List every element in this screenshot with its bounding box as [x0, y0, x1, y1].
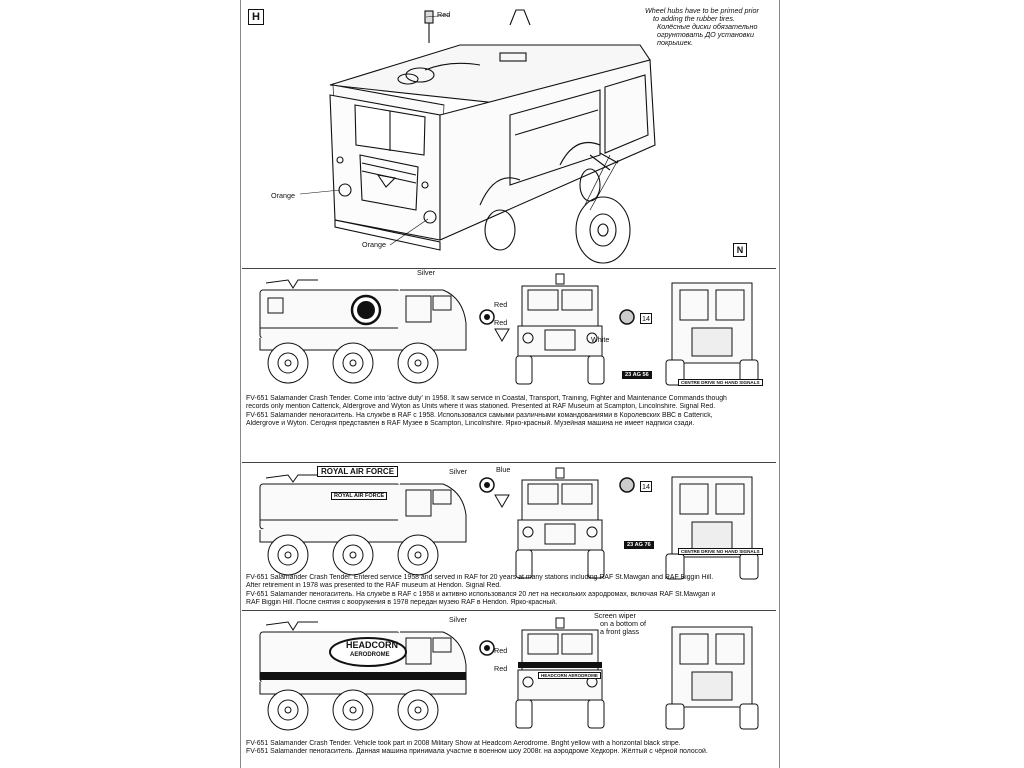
v2-desc-line-2: After retirement in 1978 was presented t… — [246, 582, 502, 590]
variant2-front-view — [515, 467, 605, 579]
v1-callout-red-2: Red — [494, 318, 508, 327]
wheel-hub-note-ru-2: огрунтовать ДО установки — [657, 30, 754, 39]
section-divider-1 — [242, 268, 776, 269]
v1-desc-line-1: FV-651 Salamander Crash Tender. Come int… — [246, 395, 727, 402]
v2-side-text-decal: ROYAL AIR FORCE — [331, 492, 388, 500]
v2-desc-line-4: RAF Biggin Hill. После снятия с вооружен… — [246, 599, 558, 607]
variant3-side-view — [259, 621, 467, 731]
callout-orange-lower: Orange — [362, 240, 386, 249]
variant3-rear-view — [665, 626, 759, 730]
callout-red-beacon: Red — [437, 10, 451, 19]
v1-desc-line-2: records only mention Catterick, Aldergro… — [246, 403, 716, 411]
v1-desc-line-3: FV-651 Salamander пеногаситель. На служб… — [246, 411, 713, 419]
v3-desc-line-1: FV-651 Salamander Crash Tender. Vehicle … — [246, 740, 681, 747]
v1-callout-silver: Silver — [417, 268, 435, 277]
section-divider-2 — [242, 462, 776, 463]
v1-decal-triangle — [494, 328, 510, 342]
variant2-rear-view — [665, 476, 759, 580]
v3-front-logo: HEADCORN AERODROME — [538, 672, 601, 679]
v1-callout-red-1: Red — [494, 300, 508, 309]
v2-decal-roundel-left — [479, 477, 495, 493]
v3-logo-headcorn: HEADCORN — [346, 640, 399, 650]
v2-part-14: 14 — [640, 481, 652, 492]
v2-callout-blue: Blue — [496, 465, 511, 474]
wheel-hub-note-ru-1: Колёсные диски обязательно — [657, 22, 758, 31]
v3-logo-aerodrome: AERODROME — [350, 652, 390, 658]
v2-desc-line-1: FV-651 Salamander Crash Tender. Entered … — [246, 574, 714, 581]
v1-number-plate: 23 AG 56 — [622, 371, 652, 379]
v1-decal-roundel-right — [619, 309, 635, 325]
variant1-front-view — [515, 273, 605, 385]
isometric-truck-drawing — [300, 9, 656, 264]
v3-wiper-note-3: a front glass — [600, 627, 640, 636]
v3-callout-silver: Silver — [449, 615, 467, 624]
step-letter-h: H — [248, 9, 264, 25]
variant1-side-view — [259, 279, 467, 384]
callout-orange-upper: Orange — [271, 191, 295, 200]
v1-desc-line-4: Aldergrove и Wyton. Сегодня представлен … — [246, 420, 695, 428]
v3-desc-line-2: FV-651 Salamander пеногаситель. Данная м… — [246, 748, 708, 756]
v2-decal-triangle — [494, 494, 510, 508]
v3-wiper-note-2: on a bottom of — [600, 619, 646, 628]
v1-decal-roundel-left — [479, 309, 495, 325]
v3-wiper-note-1: Screen wiper — [594, 611, 636, 620]
v2-decal-roundel-right — [619, 477, 635, 493]
variant2-description: FV-651 Salamander Crash Tender. Entered … — [246, 574, 774, 608]
v2-number-plate: 23 AG 76 — [624, 541, 654, 549]
wheel-hub-note-en-1: Wheel hubs have to be primed prior — [645, 6, 759, 15]
variant1-rear-view — [665, 282, 759, 386]
part-letter-n: N — [733, 243, 747, 257]
v1-callout-white: White — [591, 335, 610, 344]
v1-part-14: 14 — [640, 313, 652, 324]
v2-banner-decal: ROYAL AIR FORCE — [317, 466, 399, 477]
v3-decal-roundel-left — [479, 640, 495, 656]
variant3-description: FV-651 Salamander Crash Tender. Vehicle … — [246, 740, 774, 757]
v2-desc-line-3: FV-651 Salamander пеногаситель. На служб… — [246, 590, 716, 598]
v1-rear-plate: CENTRE DRIVE NO HAND SIGNALS — [678, 379, 763, 386]
wheel-hub-note-en-2: to adding the rubber tires. — [653, 14, 735, 23]
v2-callout-silver: Silver — [449, 467, 467, 476]
wheel-hub-note-ru-3: покрышек. — [657, 38, 693, 47]
section-divider-3 — [242, 610, 776, 611]
v2-rear-plate: CENTRE DRIVE NO HAND SIGNALS — [678, 548, 763, 555]
v3-callout-red-1: Red — [494, 646, 508, 655]
variant1-description: FV-651 Salamander Crash Tender. Come int… — [246, 395, 774, 429]
variant2-side-view — [259, 474, 467, 576]
v3-callout-red-2: Red — [494, 664, 508, 673]
